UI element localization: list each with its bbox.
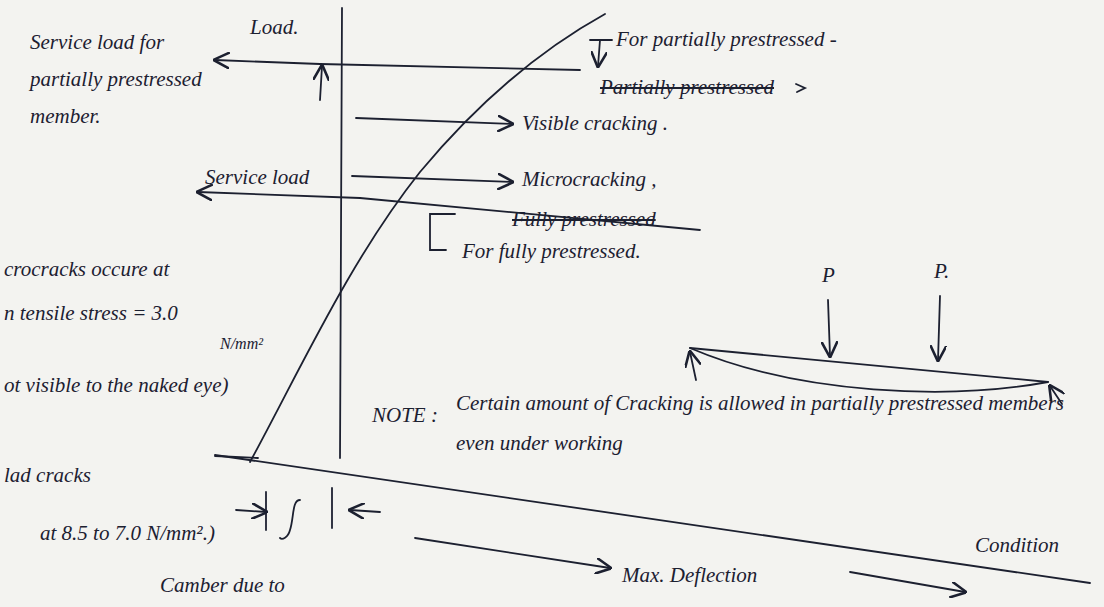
- struck-label: Partially prestressed: [600, 74, 774, 100]
- camber-label: Camber due to: [160, 572, 285, 598]
- max-deflection-arrow: [850, 572, 965, 592]
- leader-line: [590, 39, 612, 41]
- struck-label: Fully prestressed: [512, 206, 656, 232]
- note-fragment: at 8.5 to 7.0 N/mm².): [40, 520, 215, 546]
- service-load-arrow: [215, 60, 320, 64]
- leader-arrow: [356, 118, 512, 124]
- note-text: Certain amount of Cracking is allowed in…: [456, 384, 1096, 464]
- load-symbol: P: [822, 262, 835, 288]
- callout-label: For partially prestressed -: [616, 26, 837, 52]
- service-load-arrow: [198, 192, 360, 198]
- camber-arrow: [236, 510, 266, 512]
- note-fragment: crocracks occure at: [4, 256, 169, 282]
- support-reaction: [690, 352, 696, 380]
- deflected-beam: [690, 348, 1048, 392]
- point-load: [938, 296, 940, 360]
- camber-limit: [331, 488, 333, 528]
- service-load-line: [320, 64, 580, 70]
- camber-brace: [280, 500, 300, 539]
- leader-line: [215, 456, 258, 458]
- axis-label: Max. Deflection: [622, 562, 757, 588]
- leader-arrow: [352, 176, 512, 182]
- note-text: Condition: [975, 532, 1059, 558]
- arrow-mark: [796, 84, 805, 92]
- leader-line: [598, 40, 600, 66]
- camber-arrow: [350, 510, 380, 512]
- beam-chord: [690, 348, 1048, 382]
- note-fragment: n tensile stress = 3.0: [4, 300, 178, 326]
- callout-label: Microcracking ,: [522, 166, 657, 192]
- load-axis: [340, 8, 342, 458]
- point-load: [828, 300, 830, 356]
- note-fragment: lad cracks: [4, 462, 91, 488]
- callout-label: Visible cracking .: [522, 110, 668, 136]
- note-fragment: ot visible to the naked eye): [4, 372, 264, 398]
- max-deflection-arrow: [415, 538, 610, 568]
- note-heading: NOTE :: [372, 402, 438, 428]
- leader-bracket: [430, 214, 455, 250]
- load-symbol: P.: [934, 258, 949, 284]
- service-load-note: Service load for partially prestressed m…: [30, 24, 240, 134]
- service-load-label: Service load: [205, 164, 309, 190]
- unit-label: N/mm²: [220, 334, 263, 354]
- axis-label: Load.: [250, 14, 298, 40]
- camber-limit: [265, 492, 267, 530]
- leader-line: [320, 66, 322, 100]
- callout-label: For fully prestressed.: [462, 238, 641, 264]
